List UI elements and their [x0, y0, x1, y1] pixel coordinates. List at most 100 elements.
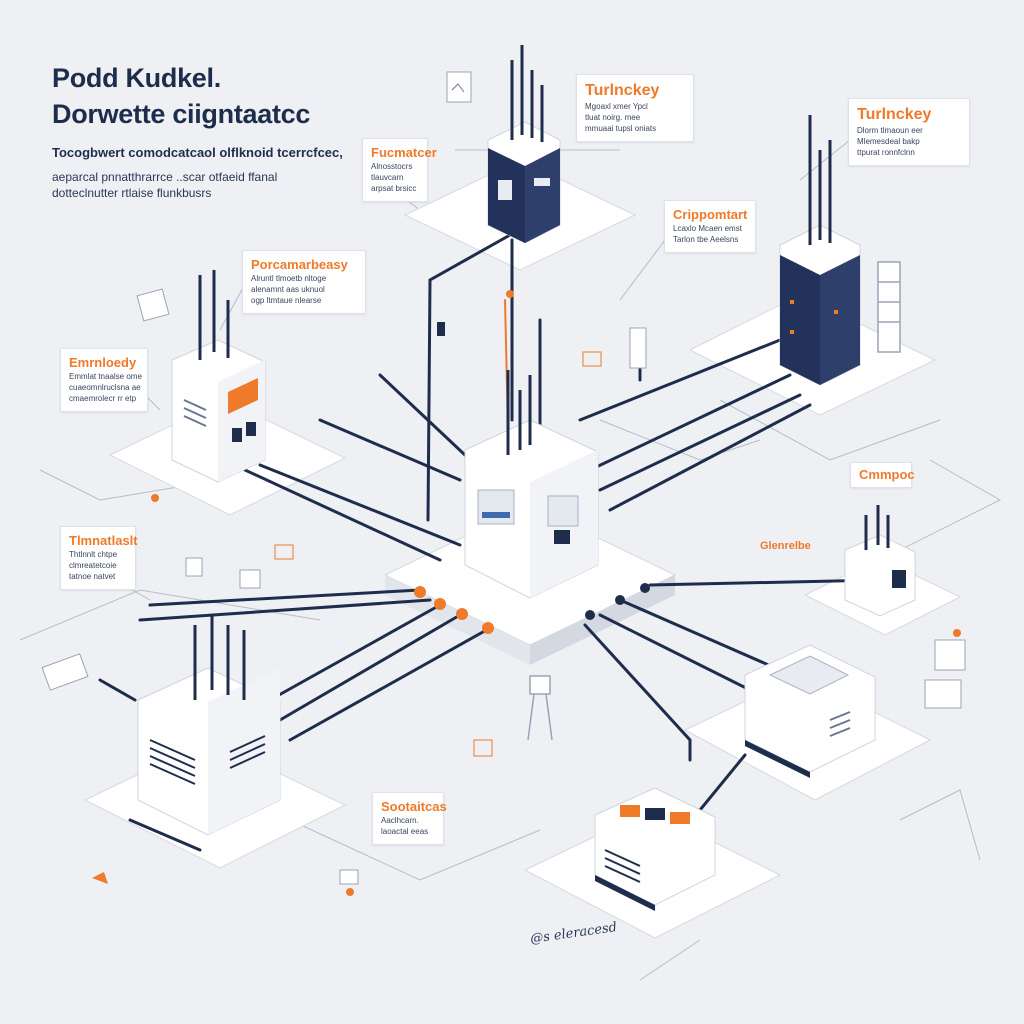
- vent-slot: [604, 865, 641, 883]
- cable: [243, 468, 442, 562]
- callout-line: arpsat brsicc: [371, 184, 417, 193]
- callout-line: Dlorm tlmaoun eer: [857, 126, 923, 135]
- guide-line: [289, 819, 541, 881]
- callout-mid-center: Crippomtart Lcaxlo Mcaen emst Tarlon tbe…: [664, 200, 756, 253]
- callout-line: tlauvcarn: [371, 173, 404, 182]
- guide-line: [19, 589, 321, 641]
- callout-title: Emrnloedy: [69, 355, 137, 370]
- callout-left-lower: Tlmnatlaslt Thtlnnlt chtpe clmreatetcoie…: [60, 526, 138, 590]
- cable: [598, 393, 802, 492]
- cable: [588, 373, 792, 472]
- router-side: [208, 668, 280, 835]
- antenna-group: [808, 115, 832, 245]
- cable: [608, 403, 812, 512]
- port-connector: [615, 595, 625, 605]
- callout-title: Porcamarbeasy: [251, 257, 348, 272]
- document-icon: [924, 679, 962, 709]
- hub-panel: [547, 495, 579, 527]
- antenna-group: [198, 270, 230, 360]
- callout-title: Fucmatcer: [371, 145, 437, 160]
- router-port: [246, 422, 256, 436]
- cable: [258, 463, 462, 547]
- guide-line: [899, 789, 981, 861]
- label-right-mid: Cmmpoc: [850, 462, 915, 488]
- document-icon: [934, 639, 966, 671]
- vent-slot: [604, 857, 641, 875]
- switch-indicator: [645, 808, 665, 820]
- cable: [268, 603, 442, 702]
- tower-side: [525, 148, 560, 243]
- callout-line: Aaclhcarn.: [381, 816, 419, 825]
- vent-slot: [149, 747, 196, 769]
- port-connector: [585, 610, 595, 620]
- chart-small-icon: [274, 544, 294, 560]
- label-text: Cmmpoc: [859, 467, 915, 482]
- keyboard-icon: [41, 653, 89, 691]
- tower-device-right: [779, 115, 861, 386]
- chart-small-icon: [582, 351, 602, 367]
- router-body: [844, 534, 916, 617]
- page-title-line2: Dorwette ciigntaatcc: [52, 99, 311, 129]
- guide-line: [639, 939, 701, 981]
- vent-grille: [604, 849, 641, 883]
- vent-slot: [149, 763, 196, 785]
- vent-slot: [183, 407, 207, 419]
- port-connector: [506, 290, 514, 298]
- callout-line: Lcaxlo Mcaen emst: [673, 224, 742, 233]
- tower-panel: [534, 178, 550, 186]
- cable: [278, 613, 462, 722]
- cable: [598, 613, 762, 697]
- device-module-icon: [185, 557, 203, 577]
- central-hub-device: [464, 370, 599, 599]
- vent-slot: [183, 415, 207, 427]
- hub-status-bar: [482, 512, 510, 518]
- rack-tower-icon: [877, 261, 901, 353]
- platform-center-side: [530, 575, 675, 665]
- callout-top-right: Turlnckey Dlorm tlmaoun eer Mlemesdeal b…: [848, 98, 970, 166]
- cable: [378, 373, 467, 457]
- callout-title: Sootaitcas: [381, 799, 447, 814]
- antenna-group: [510, 45, 544, 142]
- callout-mid-left: Porcamarbeasy Alruntl tlmoetb nltoge ale…: [242, 250, 366, 314]
- tower-side: [820, 255, 860, 385]
- cable: [128, 818, 202, 852]
- vent-slot: [604, 849, 641, 867]
- page-title: Podd Kudkel.: [52, 63, 221, 93]
- switch-indicator: [670, 812, 690, 824]
- router-display: [228, 378, 258, 414]
- port-connector: [414, 586, 426, 598]
- callout-line: clmreatetcoie: [69, 561, 117, 570]
- callout-line: alenamnt aas uknuol: [251, 285, 325, 294]
- pole-leg: [545, 693, 553, 741]
- callout-line: Mgoaxl xmer Ypcl: [585, 102, 648, 111]
- switch-base: [745, 740, 810, 778]
- cable: [618, 598, 782, 672]
- vent-grille: [183, 399, 207, 427]
- cable: [578, 338, 782, 422]
- hub-screen: [477, 489, 515, 525]
- port-connector: [640, 583, 650, 593]
- pole-leg: [527, 693, 535, 741]
- status-leds: [790, 300, 838, 334]
- chart-glyph-icon: [451, 83, 465, 93]
- chart-small-icon: [473, 739, 493, 757]
- callout-line: ogp ltmtaue nlearse: [251, 296, 322, 305]
- guide-line: [799, 139, 851, 181]
- callout-line: cuaeomnlruclsna ae: [69, 383, 141, 392]
- callout-line: Tarlon tbe Aeelsns: [673, 235, 739, 244]
- status-led: [790, 330, 794, 334]
- status-led: [790, 300, 794, 304]
- callout-top-left: Fucmatcer Alnosstocrs tlauvcarn arpsat b…: [362, 138, 437, 202]
- cable: [648, 578, 882, 587]
- cable: [138, 598, 432, 622]
- cable: [148, 588, 422, 607]
- callout-line: tluat noirg. mee: [585, 113, 641, 122]
- router-port: [232, 428, 242, 442]
- tower-device-top: [487, 45, 561, 244]
- callout-line: Alruntl tlmoetb nltoge: [251, 274, 327, 283]
- rack-frame: [877, 261, 901, 353]
- callout-line: Emmlat tnaalse ome: [69, 372, 142, 381]
- vent-slot: [829, 719, 851, 729]
